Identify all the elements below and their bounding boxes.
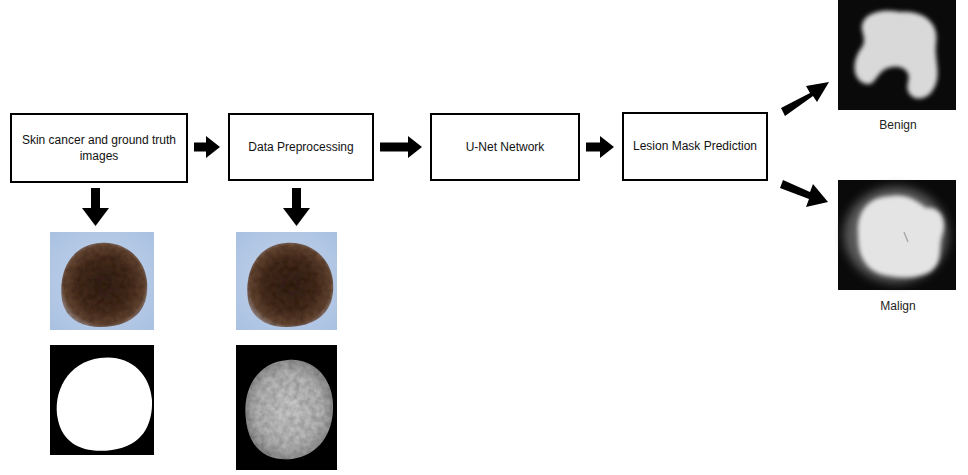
box-label: Lesion Mask Prediction <box>633 138 757 154</box>
ground-truth-mask <box>50 345 154 455</box>
output-arrow <box>780 82 829 207</box>
process-box: Skin cancer and ground truth images <box>10 113 188 183</box>
flow-arrow <box>586 136 614 158</box>
class-label: Malign <box>880 299 915 313</box>
benign-mask <box>838 0 956 110</box>
flow-arrow <box>380 136 422 158</box>
box-content: Data Preprocessing <box>248 139 353 155</box>
flow-arrow <box>194 136 220 158</box>
box-content: U-Net Network <box>466 139 545 155</box>
box-label: Skin cancer and ground truth images <box>20 132 178 164</box>
box-content: Skin cancer and ground truth images <box>20 132 178 164</box>
box-label: U-Net Network <box>466 139 545 155</box>
process-box: U-Net Network <box>430 113 580 181</box>
class-label: Benign <box>879 118 916 132</box>
down-arrow <box>82 188 310 226</box>
lesion-photo <box>50 232 154 330</box>
preprocessed-photo <box>236 232 337 330</box>
preprocessed-mask <box>236 345 337 470</box>
box-content: Lesion Mask Prediction <box>633 138 757 154</box>
process-box: Data Preprocessing <box>228 113 374 181</box>
malign-mask <box>838 180 956 290</box>
process-box: Lesion Mask Prediction <box>622 112 768 181</box>
box-label: Data Preprocessing <box>248 139 353 155</box>
